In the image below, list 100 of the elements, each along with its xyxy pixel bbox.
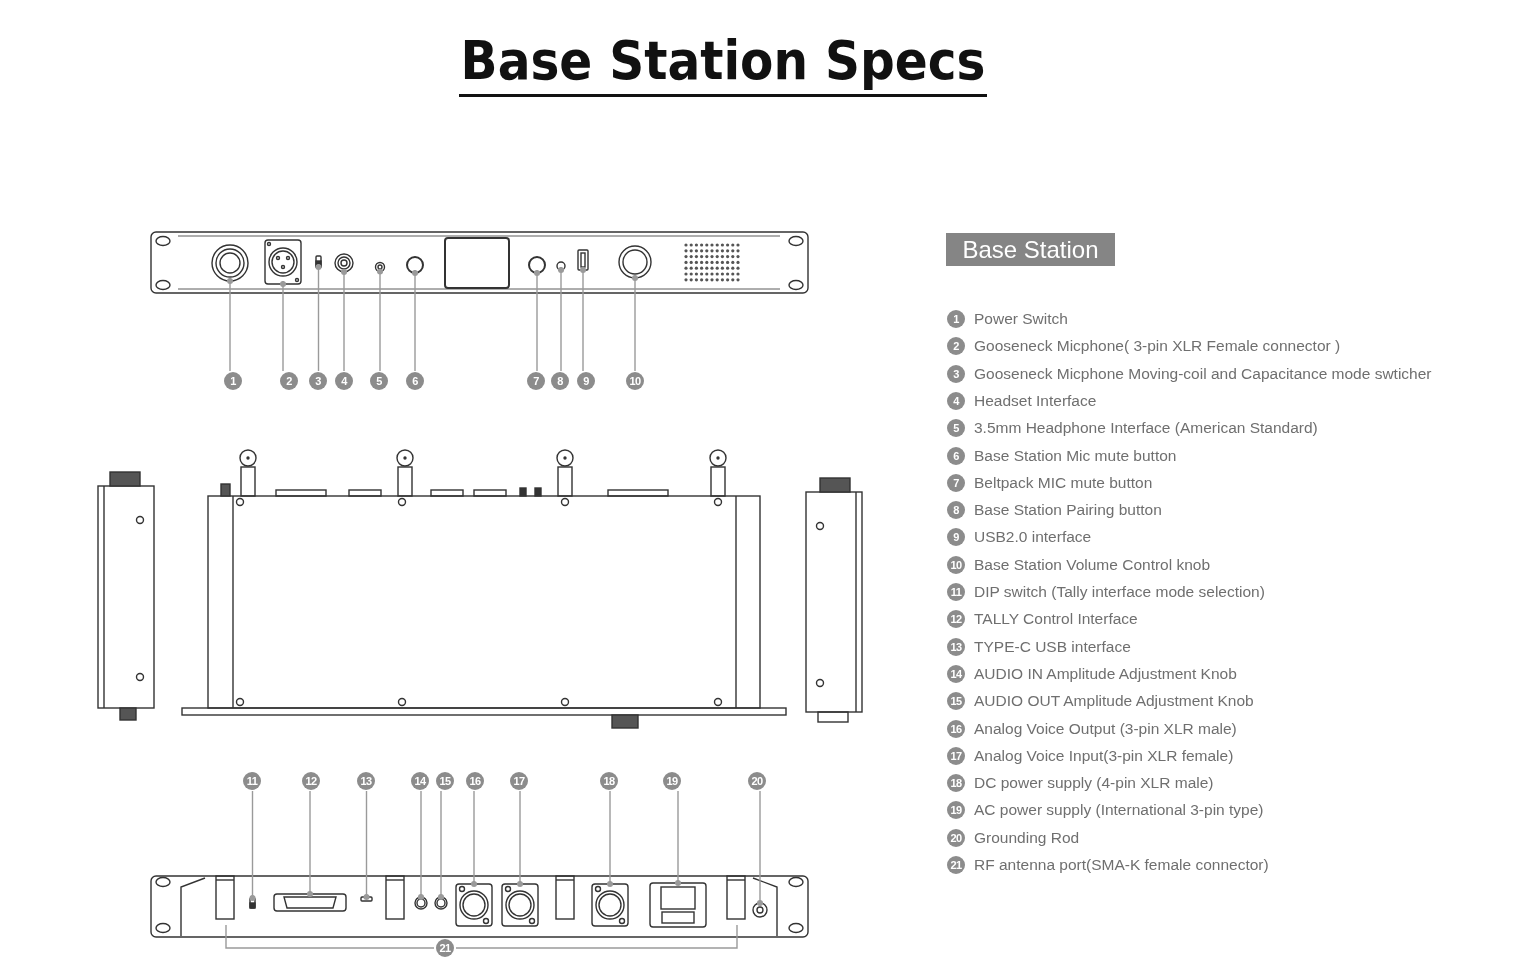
callout-number: 18 xyxy=(600,772,618,790)
spec-description: Base Station Pairing button xyxy=(974,500,1162,521)
callout-number: 20 xyxy=(748,772,766,790)
page-title: Base Station Specs xyxy=(459,28,987,97)
xlr-connector-drawing xyxy=(455,883,493,927)
callout-number: 16 xyxy=(466,772,484,790)
callout-number: 4 xyxy=(947,391,965,410)
spec-description: DC power supply (4-pin XLR male) xyxy=(974,773,1214,794)
leader-line xyxy=(363,790,370,901)
callout-number: 9 xyxy=(577,372,595,390)
leader-line xyxy=(579,266,587,372)
callout-number: 15 xyxy=(947,692,965,711)
leader-line xyxy=(437,790,445,901)
section-header: Base Station xyxy=(946,233,1115,266)
grounding-terminal-drawing xyxy=(752,902,768,918)
callout-number: 1 xyxy=(947,310,965,328)
callout-number: 16 xyxy=(947,719,965,738)
spec-description: Gooseneck Micphone( 3-pin XLR Female connector ) xyxy=(974,336,1341,357)
knob-drawing xyxy=(434,896,448,910)
callout-number: 12 xyxy=(947,610,965,629)
leader-line xyxy=(516,790,524,888)
callout-number: 8 xyxy=(551,372,569,390)
callout-number: 21 xyxy=(947,856,965,874)
d-sub-connector-drawing xyxy=(273,893,347,912)
leader-line xyxy=(306,790,314,898)
usb-port-drawing xyxy=(577,249,589,271)
knob-drawing xyxy=(618,245,652,279)
leader-line xyxy=(674,790,682,887)
callout-number: 3 xyxy=(309,372,327,390)
callout-number: 5 xyxy=(370,372,388,390)
spec-description: Gooseneck Micphone Moving-coil and Capacitance mode swticher xyxy=(974,363,1432,384)
spec-description: Analog Voice Output (3-pin XLR male) xyxy=(974,718,1237,739)
leader-line xyxy=(226,277,234,372)
usb-c-port-drawing xyxy=(360,896,373,902)
callout-number: 2 xyxy=(947,337,965,356)
callout-number: 3 xyxy=(947,364,965,383)
callout-number: 21 xyxy=(436,939,454,957)
callout-number: 10 xyxy=(626,372,644,390)
callout-number: 6 xyxy=(406,372,424,390)
xlr-connector-drawing xyxy=(591,883,629,927)
leader-line xyxy=(315,263,322,372)
callout-number: 5 xyxy=(947,419,965,438)
knob-drawing xyxy=(414,896,428,910)
callout-number: 9 xyxy=(947,528,965,547)
callout-number: 14 xyxy=(947,664,965,683)
callout-number: 11 xyxy=(947,583,965,601)
leader-line xyxy=(455,924,738,949)
leader-line xyxy=(417,790,425,901)
leader-line xyxy=(631,274,639,372)
callout-number: 11 xyxy=(243,772,261,790)
spec-description: Beltpack MIC mute button xyxy=(974,472,1153,493)
spec-description: RF antenna port(SMA-K female connector) xyxy=(974,855,1269,875)
callout-number: 17 xyxy=(947,746,965,765)
xlr-connector-drawing xyxy=(264,239,302,285)
callout-number: 19 xyxy=(947,801,965,820)
callout-number: 4 xyxy=(335,372,353,390)
callout-number: 8 xyxy=(947,501,965,520)
power-inlet-drawing xyxy=(649,882,707,928)
callout-number: 7 xyxy=(947,473,965,492)
leader-line xyxy=(411,269,419,372)
leader-line xyxy=(225,924,435,949)
callout-number: 10 xyxy=(947,555,965,574)
leader-line xyxy=(340,268,348,372)
callout-number: 15 xyxy=(436,772,454,790)
callout-number: 19 xyxy=(663,772,681,790)
spec-description: USB2.0 interface xyxy=(974,527,1092,548)
spec-description: Analog Voice Input(3-pin XLR female) xyxy=(974,745,1234,766)
spec-description: AUDIO IN Amplitude Adjustment Knob xyxy=(974,663,1237,684)
spec-description: TALLY Control Interface xyxy=(974,609,1138,630)
callout-number: 12 xyxy=(302,772,320,790)
callout-number: 20 xyxy=(947,828,965,847)
spec-description: AUDIO OUT Amplitude Adjustment Knob xyxy=(974,691,1254,712)
spec-description: TYPE-C USB interface xyxy=(974,636,1131,657)
spec-description: AC power supply (International 3-pin type) xyxy=(974,800,1264,821)
small-button-drawing xyxy=(556,261,566,271)
spec-description: Grounding Rod xyxy=(974,827,1080,848)
toggle-switch-drawing xyxy=(315,255,322,268)
power-switch-drawing xyxy=(211,244,249,282)
round-button-drawing xyxy=(406,256,424,274)
spec-description: Headset Interface xyxy=(974,390,1097,411)
leader-line xyxy=(756,790,764,907)
leader-line xyxy=(249,790,256,902)
leader-line xyxy=(279,280,287,372)
callout-number: 2 xyxy=(280,372,298,390)
leader-line xyxy=(376,268,384,372)
callout-number: 6 xyxy=(947,446,965,465)
spec-description: 3.5mm Headphone Interface (American Standard) xyxy=(974,418,1318,439)
spec-description: Base Station Volume Control knob xyxy=(974,554,1211,575)
callout-number: 7 xyxy=(527,372,545,390)
leader-line xyxy=(606,790,614,888)
spec-description: Base Station Mic mute button xyxy=(974,445,1177,466)
round-connector-drawing xyxy=(334,253,354,273)
callout-number: 13 xyxy=(357,772,375,790)
spec-description: Power Switch xyxy=(974,309,1068,329)
xlr-connector-drawing xyxy=(501,883,539,927)
leader-line xyxy=(533,269,541,372)
round-button-drawing xyxy=(528,256,546,274)
spec-description: DIP switch (Tally interface mode selection) xyxy=(974,582,1265,602)
callout-number: 13 xyxy=(947,637,965,656)
callout-number: 14 xyxy=(411,772,429,790)
